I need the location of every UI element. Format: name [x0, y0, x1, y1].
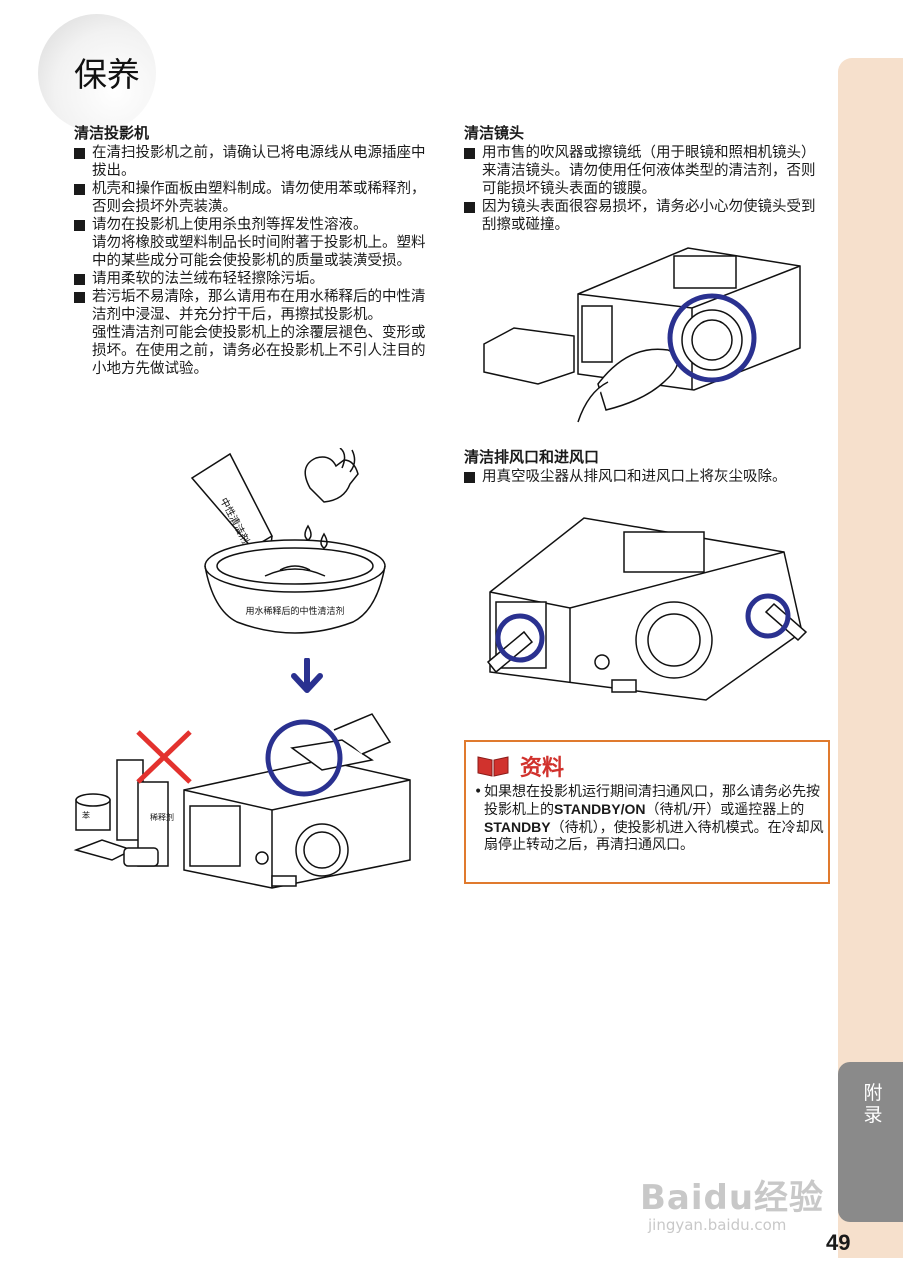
list-item: 机壳和操作面板由塑料制成。请勿使用苯或稀释剂，否则会损坏外壳装潢。: [74, 180, 436, 216]
book-icon: [477, 756, 509, 777]
arrow-down-icon: [291, 658, 323, 693]
prohibited-cross-icon: [136, 730, 192, 784]
lens-cleaning-illustration: [483, 247, 801, 423]
page-number: 49: [826, 1230, 851, 1255]
list-item: 请勿在投影机上使用杀虫剂等挥发性溶液。: [74, 216, 436, 234]
note-box: 资料 • 如果想在投影机运行期间清扫通风口，那么请务必先按投影机上的STANDB…: [464, 740, 830, 884]
section-title: 清洁镜头: [464, 124, 525, 142]
section-title: 清洁排风口和进风口: [464, 448, 600, 466]
note-text-part: 如果想在投影机运行期间清扫通风口，那么请务必先按投影机上的: [484, 784, 820, 818]
thinner-can-label: 稀释剂: [150, 812, 174, 822]
tab-label-1: 附: [863, 1082, 883, 1104]
note-header: 资料: [476, 750, 564, 782]
tab-label-2: 录: [863, 1104, 883, 1126]
basin-label: 用水稀释后的中性清洁剂: [245, 605, 344, 617]
list-item-detail: 请勿将橡胶或塑料制品长时间附著于投影机上。塑料中的某些成分可能会使投影机的质量或…: [92, 235, 426, 269]
highlight-circle-icon: [495, 613, 545, 663]
list-item: 在清扫投影机之前，请确认已将电源线从电源插座中拔出。: [74, 144, 436, 180]
sidebar-background: [838, 58, 903, 1258]
highlight-circle-icon: [745, 593, 791, 639]
highlight-circle-icon: [265, 719, 343, 797]
wiping-projector-illustration: 稀释剂 苯: [73, 713, 411, 889]
key-standby: STANDBY: [484, 819, 551, 835]
vents-cleaning-illustration: [486, 517, 808, 701]
section-title: 清洁投影机: [74, 124, 150, 142]
list-item: 请用柔软的法兰绒布轻轻擦除污垢。: [74, 270, 436, 288]
note-text-part: （待机/开）或遥控器上的: [645, 802, 805, 818]
watermark-logo: Baidu经验: [640, 1178, 825, 1218]
page-title: 保养: [74, 55, 140, 94]
key-standby-on: STANDBY/ON: [554, 801, 646, 817]
note-title: 资料: [520, 756, 565, 781]
detergent-basin-illustration: 中性清洁剂 用水稀释后的中性清洁剂: [190, 448, 386, 634]
watermark-url: jingyan.baidu.com: [648, 1216, 787, 1234]
list-item: 因为镜头表面很容易损坏，请务必小心勿使镜头受到刮擦或碰撞。: [464, 198, 826, 234]
benzene-can-label: 苯: [82, 810, 90, 820]
bullet-icon: •: [474, 784, 483, 800]
highlight-circle-icon: [667, 293, 757, 383]
section-clean-vents: 清洁排风口和进风口 用真空吸尘器从排风口和进风口上将灰尘吸除。: [464, 448, 826, 486]
tab-appendix[interactable]: 附 录: [838, 1062, 903, 1222]
list-item: 若污垢不易清除，那么请用布在用水稀释后的中性清洁剂中浸湿、并充分拧干后，再擦拭投…: [74, 288, 436, 324]
watermark: Baidu经验 jingyan.baidu.com: [640, 1150, 850, 1242]
note-text-part: （待机），使投影机进入待机模式。在冷却风扇停止转动之后，再清扫通风口。: [484, 820, 824, 853]
list-item: 用市售的吹风器或擦镜纸（用于眼镜和照相机镜头）来清洁镜头。请勿使用任何液体类型的…: [464, 144, 826, 198]
section-clean-lens: 清洁镜头 用市售的吹风器或擦镜纸（用于眼镜和照相机镜头）来清洁镜头。请勿使用任何…: [464, 124, 826, 234]
title-decoration: [38, 14, 156, 132]
note-text: • 如果想在投影机运行期间清扫通风口，那么请务必先按投影机上的STANDBY/O…: [474, 784, 824, 854]
list-item-detail: 强性清洁剂可能会使投影机上的涂覆层褪色、变形或损坏。在使用之前，请务必在投影机上…: [92, 325, 426, 377]
section-clean-projector: 清洁投影机 在清扫投影机之前，请确认已将电源线从电源插座中拔出。 机壳和操作面板…: [74, 124, 436, 378]
list-item: 用真空吸尘器从排风口和进风口上将灰尘吸除。: [464, 468, 826, 486]
